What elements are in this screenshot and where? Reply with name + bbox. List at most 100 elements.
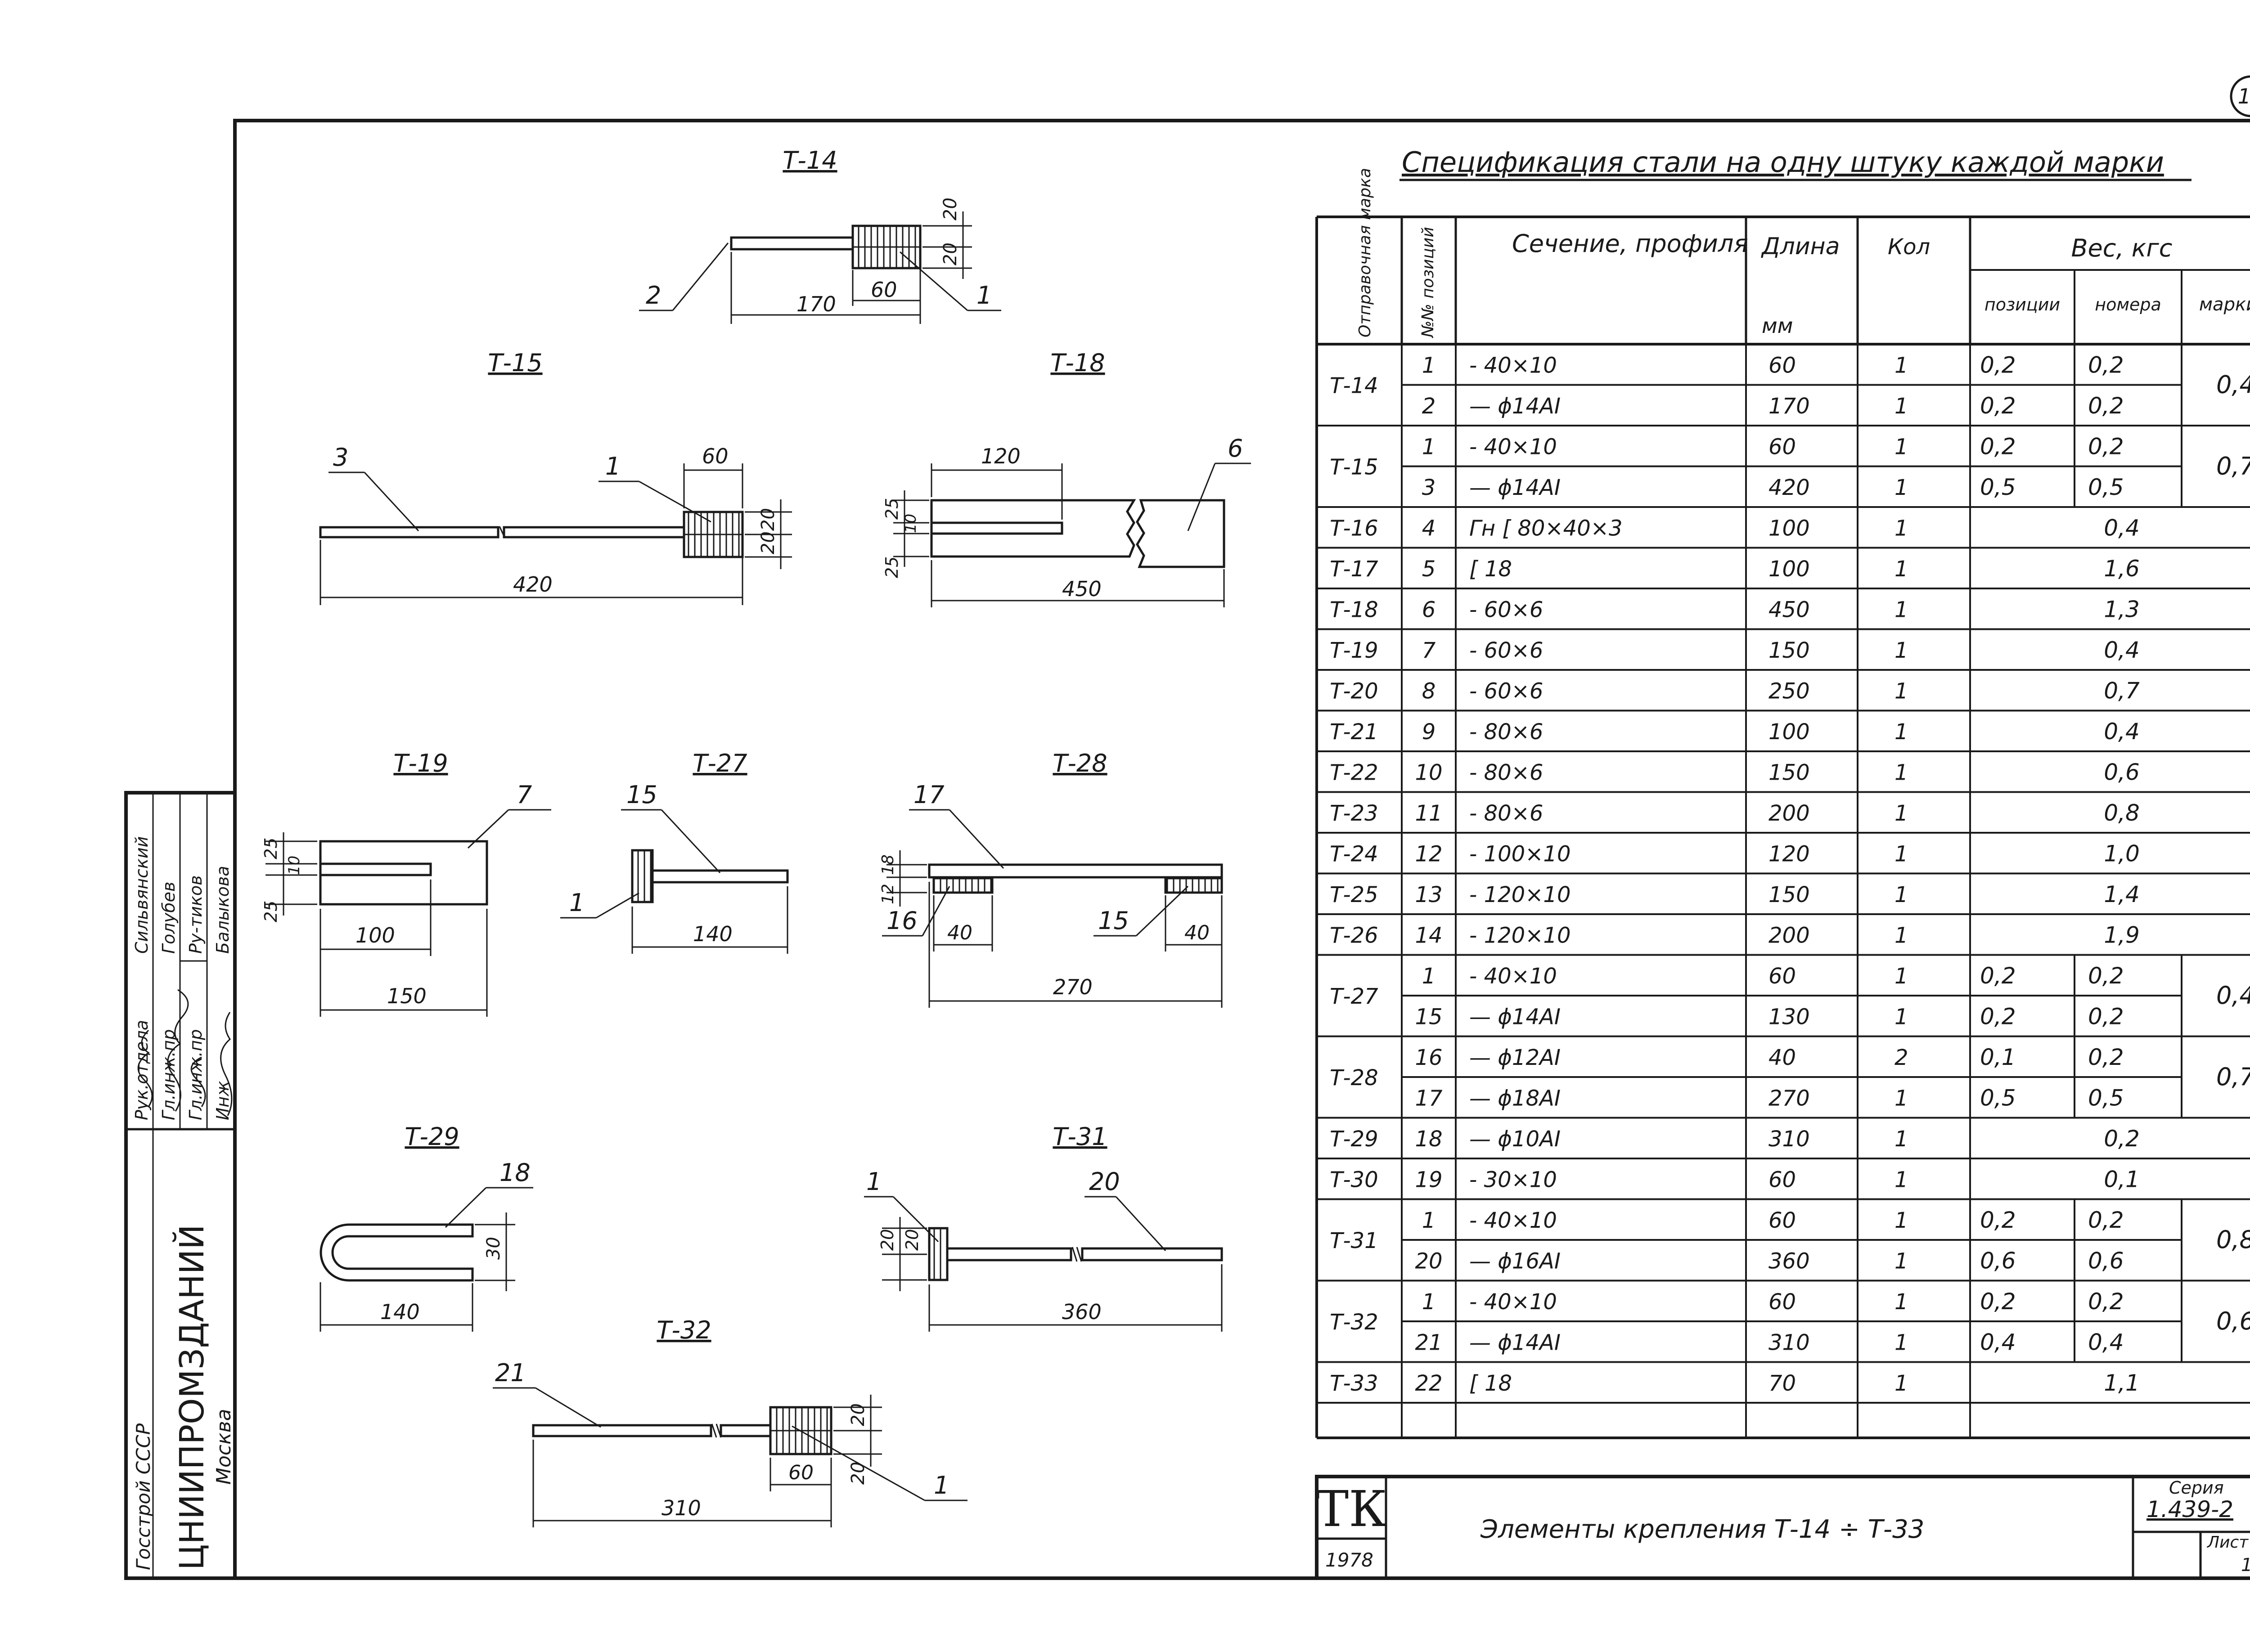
stamp-org1: Госстрой СССР [132,1423,154,1570]
dim: 25 [882,557,902,578]
cell-weight: 1,1 [2104,1370,2140,1396]
header-qty: Кол [1888,234,1930,260]
cell-length: 420 [1768,475,1810,500]
cell-weight: 1,6 [2104,556,2140,582]
cell-pos: 2 [1422,394,1436,419]
cell-qty: 1 [1894,516,1908,541]
cell-pos: 20 [1415,1248,1442,1274]
cell-length: 60 [1768,1289,1796,1315]
spec-title: Спецификация стали на одну штуку каждой … [1402,146,2164,179]
cell-section: - 30×10 [1469,1167,1557,1192]
drawing-t29: Т-29 30 140 18 [320,1122,533,1332]
title-logo: ТК [1316,1480,1387,1538]
cell-mark: Т-33 [1330,1371,1378,1396]
cell-mark: Т-29 [1330,1127,1378,1152]
cell-qty: 1 [1894,353,1908,378]
signature-4 [220,1012,233,1116]
series-number: 1.439-2 [2146,1496,2233,1522]
cell-section: — ϕ12АI [1469,1045,1561,1070]
cell-w-pos: 0,5 [1980,474,2016,500]
signature-1 [137,1029,153,1107]
cell-pos: 19 [1415,1167,1442,1192]
drawing-title: Т-27 [693,749,747,777]
cell-pos: 6 [1422,597,1436,622]
cell-length: 200 [1768,801,1810,826]
cell-pos: 17 [1415,1086,1443,1111]
cell-section: - 60×6 [1469,597,1543,622]
cell-w-num: 0,2 [2088,433,2124,459]
cell-w-num: 0,5 [2088,474,2124,500]
cell-w-pos: 0,4 [1980,1329,2016,1355]
dim: 170 [796,292,836,316]
drawing-title: Т-28 [1053,749,1107,777]
callout: 17 [914,781,945,809]
stamp-name-2: Голубев [159,882,179,954]
cell-pos: 1 [1422,1208,1436,1233]
cell-section: - 100×10 [1469,841,1571,866]
cell-section: [ 18 [1469,557,1512,582]
cell-section: [ 18 [1469,1371,1512,1396]
cell-pos: 1 [1422,434,1436,459]
dim: 20 [878,1229,897,1251]
cell-qty: 1 [1894,719,1908,745]
cell-mark: Т-16 [1330,516,1378,541]
drawing-t18: Т-18 120 450 25 10 25 6 [882,349,1251,607]
cell-length: 360 [1768,1248,1810,1274]
cell-w-num: 0,6 [2088,1248,2124,1274]
cell-section: — ϕ14АI [1469,1330,1561,1355]
signature-3 [190,1056,206,1107]
dim: 25 [882,498,902,520]
cell-section: — ϕ18АI [1469,1086,1561,1111]
cell-pos: 1 [1422,1289,1436,1315]
cell-w-pos: 0,6 [1980,1248,2016,1274]
cell-pos: 7 [1422,638,1436,663]
cell-qty: 1 [1894,597,1908,622]
cell-length: 60 [1768,1167,1796,1192]
drawing-title: Т-19 [393,749,448,777]
cell-qty: 1 [1894,1127,1908,1152]
cell-section: - 80×6 [1469,801,1543,826]
callout: 3 [333,443,348,471]
drawing-title: Т-31 [1053,1122,1107,1151]
stamp-role-3: Гл.инж.пр [186,1029,206,1120]
cell-pos: 16 [1415,1045,1442,1070]
cell-qty: 1 [1894,1086,1908,1111]
title-year: 1978 [1325,1549,1373,1571]
drawing-t32: Т-32 60 310 20 20 21 1 [493,1316,968,1527]
drawing-t14: Т-14 170 60 20 20 2 1 [639,146,1001,324]
dim: 100 [356,923,395,947]
drawing-t31: Т-31 360 20 20 1 20 [864,1122,1223,1332]
cell-weight: 0,4 [2104,718,2140,745]
dim: 450 [1062,577,1102,601]
cell-pos: 21 [1415,1330,1442,1355]
signature-2 [167,989,189,1112]
cell-section: - 40×10 [1469,964,1557,989]
title-block [1315,1475,2250,1580]
header-w-mark: марки [2199,294,2250,315]
cell-section: — ϕ16АI [1469,1248,1561,1274]
cell-pos: 4 [1422,516,1436,541]
cell-qty: 1 [1894,1330,1908,1355]
cell-w-num: 0,2 [2088,1003,2124,1029]
cell-section: - 40×10 [1469,1208,1557,1233]
dim: 20 [848,1403,868,1426]
cell-length: 100 [1768,516,1810,541]
cell-qty: 1 [1894,1167,1908,1192]
cell-length: 150 [1768,882,1810,907]
cell-section: Гн [ 80×40×3 [1469,516,1623,541]
header-w-pos: позиции [1984,295,2060,314]
cell-weight: 0,2 [2104,1126,2140,1152]
cell-length: 60 [1768,353,1796,378]
dim: 25 [261,838,281,859]
cell-qty: 1 [1894,1248,1908,1274]
cell-pos: 3 [1422,475,1436,500]
cell-section: — ϕ14АI [1469,1004,1561,1029]
cell-section: — ϕ10АI [1469,1127,1561,1152]
dim: 270 [1053,975,1093,999]
cell-w-mark: 0,7 [2216,452,2250,480]
cell-weight: 0,7 [2104,678,2140,704]
callout: 18 [500,1158,531,1187]
cell-pos: 10 [1415,760,1442,785]
callout: 15 [626,781,657,809]
